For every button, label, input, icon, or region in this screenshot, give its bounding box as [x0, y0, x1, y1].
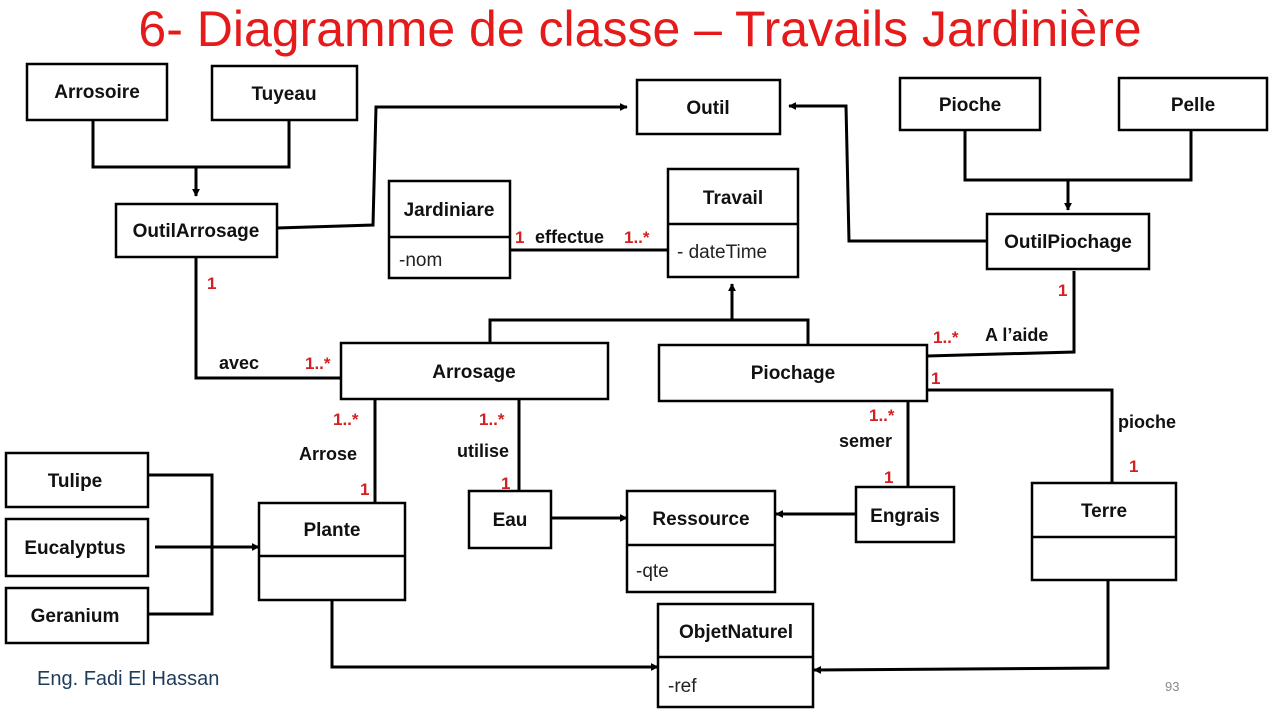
generalization-outil-arrosage-to-outil	[276, 103, 628, 230]
generalization-plante-to-objet-naturel	[330, 600, 659, 671]
class-outil-arrosage: OutilArrosage	[114, 202, 279, 259]
class-outil-name: Outil	[686, 98, 729, 119]
class-ressource: Ressource -qte	[625, 489, 777, 594]
class-arrosoire-name: Arrosoire	[54, 82, 140, 103]
mult-avec-outil-arrosage: 1	[207, 274, 216, 293]
class-geranium-name: Geranium	[31, 606, 120, 627]
association-avec	[194, 257, 341, 380]
class-eau: Eau	[467, 489, 553, 550]
class-terre: Terre	[1030, 481, 1178, 582]
mult-pioche-terre: 1	[1129, 457, 1138, 476]
mult-effectue-jardiniare: 1	[515, 228, 524, 247]
generalization-pioche-pelle-to-outil-piochage	[963, 130, 1068, 182]
footer-author: Eng. Fadi El Hassan	[37, 668, 220, 690]
label-utilise: utilise	[457, 441, 509, 461]
association-a-laide	[926, 271, 1076, 358]
generalization-outil-piochage-to-outil	[788, 102, 987, 243]
mult-pioche-piochage: 1	[931, 369, 940, 388]
label-pioche: pioche	[1118, 412, 1176, 432]
label-arrose: Arrose	[299, 444, 357, 464]
page-number: 93	[1165, 679, 1180, 694]
class-tulipe: Tulipe	[4, 451, 150, 509]
class-outil-piochage-name: OutilPiochage	[1004, 232, 1132, 253]
mult-avec-arrosage: 1..*	[305, 354, 331, 373]
generalization-arrosage-piochage-branch	[488, 318, 810, 345]
generalization-pelle-branch	[1068, 130, 1193, 182]
class-engrais: Engrais	[854, 485, 956, 544]
class-travail-name: Travail	[703, 188, 763, 209]
class-arrosage-name: Arrosage	[432, 362, 515, 383]
mult-effectue-travail: 1..*	[624, 228, 650, 247]
class-eau-name: Eau	[493, 510, 528, 531]
generalization-terre-to-objet-naturel	[813, 580, 1110, 674]
class-plante: Plante	[257, 501, 407, 602]
mult-a-laide-outil-piochage: 1	[1058, 281, 1067, 300]
class-travail-attr: - dateTime	[677, 242, 767, 263]
class-tuyeau: Tuyeau	[210, 64, 359, 122]
label-a-laide: A l’aide	[985, 325, 1048, 345]
class-tulipe-name: Tulipe	[48, 471, 103, 492]
mult-a-laide-piochage: 1..*	[933, 328, 959, 347]
class-travail: Travail - dateTime	[666, 167, 800, 279]
page-title: 6- Diagramme de classe – Travails Jardin…	[138, 1, 1142, 57]
generalization-tulipe-geranium-to-plante	[148, 473, 214, 616]
generalization-arrosoire-tuyeau-to-outil-arrosage	[91, 120, 196, 169]
class-eucalyptus-name: Eucalyptus	[24, 538, 125, 559]
class-objet-naturel: ObjetNaturel -ref	[656, 602, 815, 709]
class-outil-piochage: OutilPiochage	[985, 212, 1151, 271]
class-eucalyptus: Eucalyptus	[4, 517, 150, 578]
class-arrosoire: Arrosoire	[25, 62, 169, 122]
mult-utilise-arrosage: 1..*	[479, 410, 505, 429]
class-jardiniare-name: Jardiniare	[404, 200, 495, 221]
class-tuyeau-name: Tuyeau	[251, 84, 316, 105]
mult-semer-engrais: 1	[884, 468, 893, 487]
class-arrosage: Arrosage	[339, 341, 610, 401]
class-geranium: Geranium	[4, 586, 150, 645]
class-pioche-name: Pioche	[939, 95, 1001, 116]
class-ressource-name: Ressource	[652, 509, 749, 530]
class-engrais-name: Engrais	[870, 506, 940, 527]
class-objet-naturel-name: ObjetNaturel	[679, 622, 793, 643]
class-piochage-name: Piochage	[751, 363, 835, 384]
class-plante-name: Plante	[303, 520, 360, 541]
association-pioche	[927, 388, 1114, 483]
class-jardiniare: Jardiniare -nom	[387, 179, 512, 280]
class-piochage: Piochage	[657, 343, 929, 403]
class-outil: Outil	[635, 78, 782, 136]
mult-semer-piochage: 1..*	[869, 406, 895, 425]
mult-utilise-eau: 1	[501, 474, 510, 493]
label-effectue: effectue	[535, 227, 604, 247]
class-terre-name: Terre	[1081, 501, 1127, 522]
mult-arrose-plante: 1	[360, 480, 369, 499]
label-semer: semer	[839, 431, 892, 451]
mult-arrose-arrosage: 1..*	[333, 410, 359, 429]
label-avec: avec	[219, 353, 259, 373]
class-objet-naturel-attr: -ref	[668, 676, 697, 697]
generalization-tuyeau-branch	[196, 120, 291, 169]
class-ressource-attr: -qte	[636, 561, 669, 582]
class-pioche: Pioche	[898, 76, 1042, 132]
class-pelle: Pelle	[1117, 76, 1269, 132]
class-jardiniare-attr: -nom	[399, 250, 442, 271]
class-outil-arrosage-name: OutilArrosage	[133, 221, 260, 242]
class-pelle-name: Pelle	[1171, 95, 1215, 116]
